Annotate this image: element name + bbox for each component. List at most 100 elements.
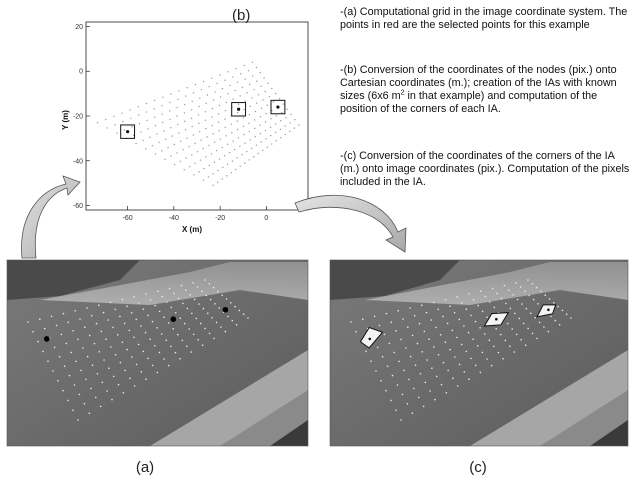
grid-point [224,109,227,112]
grid-point [419,373,422,375]
grid-point [216,181,219,183]
grid-point [121,341,124,344]
grid-point [378,324,381,327]
grid-point [298,124,300,126]
grid-point [259,132,262,135]
ia-center-point [547,308,550,312]
grid-point [528,294,531,297]
grid-point [271,109,273,112]
selected-point [237,107,241,111]
grid-point [218,104,221,107]
grid-point [130,117,132,120]
grid-point [161,104,163,107]
ia-square [231,102,247,117]
grid-point [86,355,89,358]
description-b: -(b) Conversion of the coordinates of th… [340,64,632,116]
grid-point [294,119,296,121]
grid-point [168,287,171,290]
grid-point [199,159,202,161]
x-tick-label: -60 [123,215,133,222]
grid-point [207,176,210,178]
grid-point [225,101,227,103]
grid-point [113,115,115,118]
grid-point [476,345,479,347]
grid-point [67,321,70,324]
grid-point [202,80,205,83]
grid-point [117,383,120,386]
grid-point [430,319,433,321]
grid-point [163,130,165,132]
grid-point [199,97,201,99]
grid-point [219,138,222,140]
grid-point [145,102,148,105]
grid-point [275,114,278,117]
grid-point [390,321,393,324]
grid-point [232,76,234,78]
grid-point [184,103,186,106]
grid-point [544,294,546,297]
grid-point [185,157,187,159]
grid-point [137,343,140,346]
grid-point [153,108,155,110]
grid-point [411,412,414,415]
grid-point [213,161,216,163]
grid-point [470,314,472,317]
grid-point [194,162,196,165]
grid-point [126,305,128,308]
grid-point [206,312,209,315]
grid-point [133,134,135,136]
grid-point [32,331,34,333]
grid-point [284,125,286,127]
grid-point [554,319,557,322]
grid-point [162,96,164,98]
panel-a-label: (a) [136,459,154,476]
x-axis-title: X (m) [182,225,202,234]
grid-point [507,289,510,292]
grid-point [161,121,164,124]
grid-point [161,150,163,152]
grid-point [192,282,194,284]
grid-point [215,321,218,324]
grid-point [58,356,61,358]
grid-point [423,330,426,333]
grid-point [205,156,207,158]
grid-point [458,318,461,321]
grid-point [260,141,262,143]
grid-point [222,166,224,169]
grid-point [177,98,179,101]
grid-point [137,106,140,108]
grid-point [235,67,237,70]
grid-point [170,345,172,348]
grid-point [214,91,216,93]
grid-point [456,296,459,298]
grid-point [178,90,180,92]
grid-point [437,308,440,311]
grid-point [490,364,493,367]
grid-point [183,322,186,325]
grid-point [167,322,170,324]
grid-point [266,104,269,106]
grid-point [393,351,396,354]
grid-point [532,298,535,301]
grid-point [407,326,409,329]
grid-point [463,325,465,327]
grid-point [456,385,459,387]
grid-point [386,365,389,368]
grid-point [170,155,172,157]
grid-point [37,340,39,343]
grid-point [264,90,266,93]
grid-point [145,293,147,295]
grid-point [170,306,173,309]
grid-point [254,119,256,121]
grid-point [196,151,199,153]
grid-point [84,326,86,329]
grid-point [123,129,126,131]
grid-point [557,305,559,308]
grid-point [213,337,215,340]
grid-point [373,315,376,318]
grid-point [227,315,229,318]
grid-point [99,405,102,408]
grid-point [242,117,245,119]
grid-point [176,115,178,117]
grid-point [105,338,107,341]
